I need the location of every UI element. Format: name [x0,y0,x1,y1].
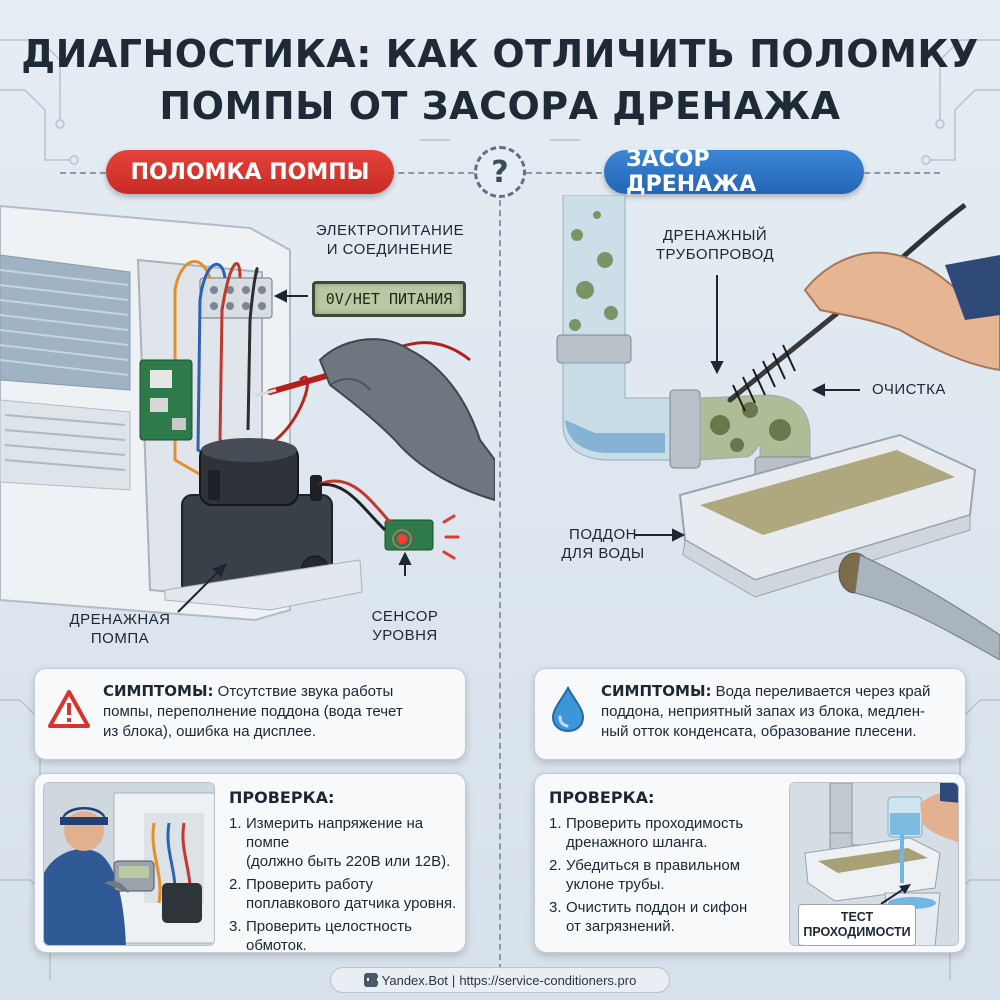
drain-pump-label: ДРЕНАЖНАЯ ПОМПА [69,611,171,647]
right-check-heading: ПРОВЕРКА: [549,788,655,807]
test-arrow-icon [880,884,911,905]
warning-triangle-icon [48,690,90,728]
right-symptoms-text: СИМПТОМЫ: Вода переливается через край п… [601,682,931,740]
power-connection-label: ЭЛЕКТРОПИТАНИЕ И СОЕДИНЕНИЕ [315,222,465,258]
page-title: ДИАГНОСТИКА: КАК ОТЛИЧИТЬ ПОЛОМКУ ПОМПЫ … [0,28,1000,132]
question-mark-icon: ? [474,146,526,198]
left-check-card: ПРОВЕРКА: 1.Измерить напряжение на помпе… [34,773,466,954]
left-check-heading: ПРОВЕРКА: [229,788,335,807]
technician-photo [43,782,215,946]
right-section-header: ЗАСОР ДРЕНАЖА [604,147,864,197]
drain-pipe-label: ДРЕНАЖНЫЙ ТРУБОПРОВОД [655,227,775,263]
level-sensor-label: СЕНСОР УРОВНЯ [371,608,439,644]
center-divider [499,190,501,970]
left-check-list: 1.Измерить напряжение на помпе(должно бы… [229,814,461,959]
title-line-1: ДИАГНОСТИКА: КАК ОТЛИЧИТЬ ПОЛОМКУ [21,32,979,76]
footer-separator: | [451,972,456,988]
list-item: 1.Измерить напряжение на помпе(должно бы… [229,815,451,870]
bot-icon [363,973,379,987]
water-drop-icon [551,685,585,733]
footer-brand: Yandex.Bot [381,972,448,988]
left-symptoms-card: СИМПТОМЫ: Отсутствие звука работы помпы,… [34,668,466,760]
cleaning-label: ОЧИСТКА [872,381,946,398]
left-section-header: ПОЛОМКА ПОМПЫ [106,150,394,194]
voltage-display: 0V/НЕТ ПИТАНИЯ [312,281,466,317]
pump-failure-illustration [0,204,495,622]
drain-clog-illustration [556,195,1000,660]
left-symptoms-text: СИМПТОМЫ: Отсутствие звука работы помпы,… [103,682,403,740]
title-line-2: ПОМПЫ ОТ ЗАСОРА ДРЕНАЖА [159,84,841,128]
water-tray-label: ПОДДОН ДЛЯ ВОДЫ [561,526,645,562]
right-symptoms-card: СИМПТОМЫ: Вода переливается через край п… [534,668,966,760]
footer-credit: Yandex.Bot | https://service-conditioner… [330,967,670,993]
footer-url-link[interactable]: https://service-conditioners.pro [459,972,637,988]
flow-test-label: ТЕСТ ПРОХОДИМОСТИ [798,904,916,946]
